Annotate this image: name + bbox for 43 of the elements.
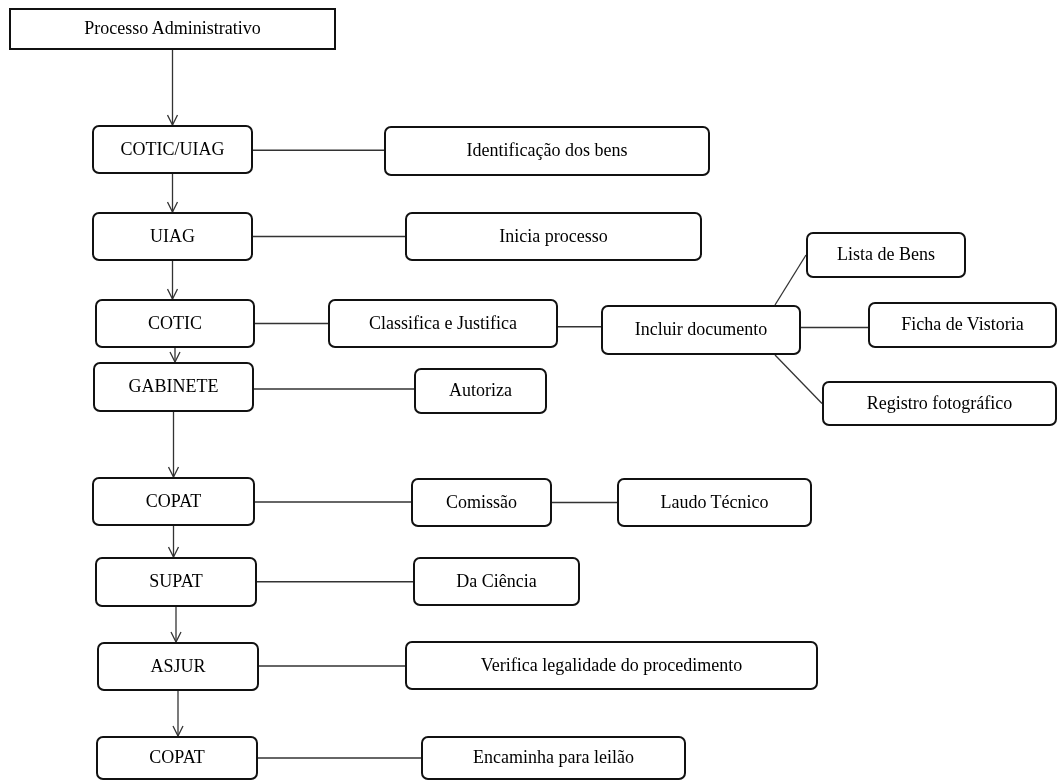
arrow [172,690,184,737]
arrow [166,260,179,300]
process-box: Laudo Técnico [617,478,812,527]
process-box: Verifica legalidade do procedimento [405,641,818,690]
process-box: COPAT [92,477,255,526]
process-box: Ficha de Vistoria [868,302,1057,348]
process-box: COTIC [95,299,255,348]
title-box: Processo Administrativo [9,8,336,50]
arrow [166,49,179,126]
arrow [166,173,179,213]
process-box: COPAT [96,736,258,780]
arrow [167,411,180,478]
connector-line [256,581,414,583]
connector-line [551,501,618,504]
process-box: Registro fotográfico [822,381,1057,426]
connector-line [774,354,823,405]
connector-line [257,757,422,759]
process-box: UIAG [92,212,253,261]
process-box: ASJUR [97,642,259,691]
arrow [170,606,182,643]
process-box: Identificação dos bens [384,126,710,176]
connector-line [800,326,869,329]
process-box: Autoriza [414,368,547,414]
connector-line [254,322,329,325]
connector-line [252,235,406,238]
connector-line [557,326,602,328]
connector-line [253,388,415,390]
process-box: COTIC/UIAG [92,125,253,174]
connector-line [252,149,385,151]
process-box: GABINETE [93,362,254,412]
process-box: Encaminha para leilão [421,736,686,780]
process-box: Lista de Bens [806,232,966,278]
arrow [167,525,180,558]
process-box: Comissão [411,478,552,527]
process-box: Incluir documento [601,305,801,355]
connector-line [774,254,807,306]
connector-line [254,501,412,503]
process-box: Classifica e Justifica [328,299,558,348]
arrow [169,347,181,363]
connector-line [258,665,406,667]
process-box: SUPAT [95,557,257,607]
process-box: Inicia processo [405,212,702,261]
process-box: Da Ciência [413,557,580,606]
